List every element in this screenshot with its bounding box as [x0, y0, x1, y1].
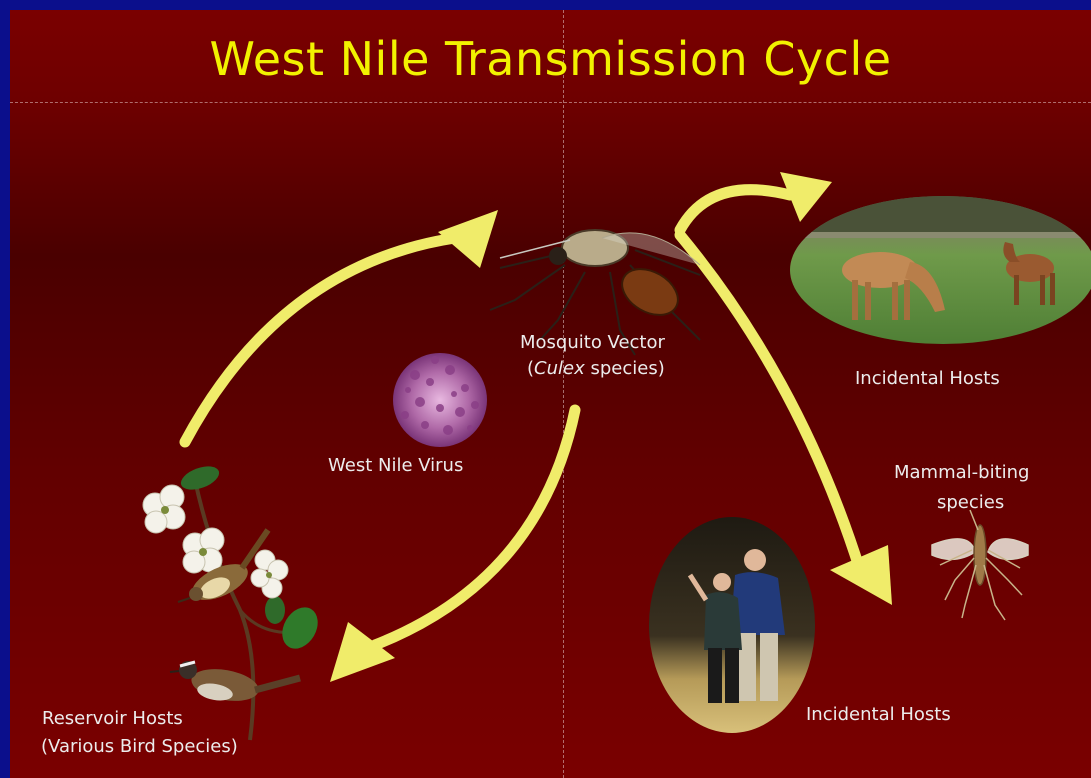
- virus-micrograph: [393, 353, 487, 447]
- bird-species-label: (Various Bird Species): [41, 734, 238, 760]
- culex-genus: Culex: [534, 358, 585, 379]
- birds-and-dogwood-image: [143, 462, 325, 740]
- arrow-mosquito-to-bird: [330, 410, 575, 682]
- culex-species-label: (Culex species): [527, 356, 665, 382]
- west-nile-virus-label: West Nile Virus: [328, 453, 463, 479]
- incidental-hosts-horses-label: Incidental Hosts: [855, 366, 1000, 392]
- slide: West Nile Transmission Cycle: [10, 10, 1091, 778]
- incidental-hosts-humans-label: Incidental Hosts: [806, 702, 951, 728]
- cycle-artwork: [10, 10, 1091, 778]
- mosquito-vector-label: Mosquito Vector: [520, 330, 665, 356]
- arrow-mosquito-to-horses: [680, 172, 832, 230]
- mammal-biting-label: Mammal-biting: [894, 460, 1029, 486]
- horses-photo: [790, 196, 1091, 344]
- reservoir-hosts-label: Reservoir Hosts: [42, 706, 183, 732]
- mammal-biting-mosquito-image: [932, 510, 1028, 620]
- humans-photo: [649, 517, 815, 733]
- culex-suffix: species): [585, 358, 665, 379]
- mammal-biting-species-label: species: [937, 490, 1004, 516]
- culex-prefix: (: [527, 358, 534, 379]
